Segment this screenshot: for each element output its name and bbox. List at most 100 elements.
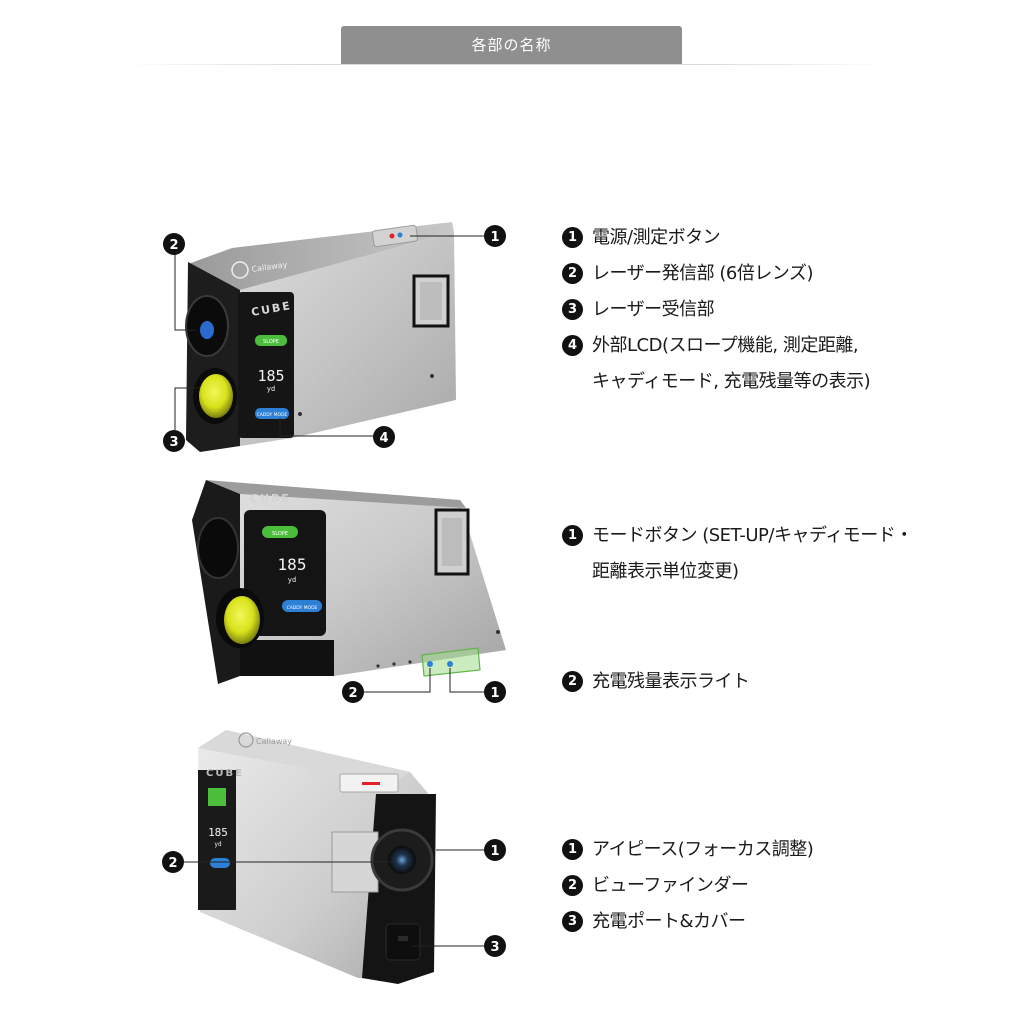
brand-logo-icon <box>238 732 254 748</box>
legend-item: 3 レーザー受信部 <box>562 292 870 328</box>
model-name: CUBE <box>206 768 244 779</box>
callout-line-1 <box>449 668 484 693</box>
callout-marker-1 <box>484 225 506 247</box>
laser-emitter-dot <box>200 321 214 339</box>
charging-port-cover[interactable] <box>385 923 421 961</box>
callout-line-3 <box>174 387 200 430</box>
caddy-mode-indicator <box>282 600 322 612</box>
legend-number: 1 <box>562 227 583 248</box>
callout-marker-4-label: 4 <box>379 431 388 446</box>
vent-hole <box>376 664 380 668</box>
device-rear-view: 185 yd Callaway CUBE 1 2 3 <box>162 730 506 984</box>
vent-hole <box>408 660 412 664</box>
legend-item: 1 電源/測定ボタン <box>562 220 870 256</box>
callout-line-4 <box>279 418 374 437</box>
device-bottom-view: SLOPE 185 yd CADDY MODE CUBE 2 1 <box>192 480 506 703</box>
legend-number: 2 <box>562 671 583 692</box>
screw-hole <box>430 374 434 378</box>
screw-hole <box>496 630 500 634</box>
callout-marker-1 <box>484 681 506 703</box>
legend-item: 2 ビューファインダー <box>562 868 813 904</box>
caddy-mode-label: CADDY MODE <box>257 412 288 418</box>
mode-button-dot <box>447 661 453 667</box>
callout-marker-1-label: 1 <box>490 686 499 701</box>
viewfinder-lens <box>388 846 416 874</box>
slope-indicator <box>262 526 298 538</box>
model-name: CUBE <box>250 492 291 505</box>
brand-logo-icon <box>231 261 249 279</box>
lcd-distance: 185 <box>208 826 228 839</box>
callout-marker-3-label: 3 <box>490 940 499 955</box>
lcd-unit: yd <box>267 385 275 393</box>
legend-item: 1 モードボタン (SET-UP/キャディモード・ 距離表示単位変更) <box>562 518 913 590</box>
section-title: 各部の名称 <box>341 26 682 65</box>
power-button-red-dot <box>389 233 395 239</box>
legend-text: アイピース(フォーカス調整) <box>592 839 814 860</box>
callout-marker-2-label: 2 <box>168 856 177 871</box>
device-top-face <box>198 730 410 784</box>
lcd-distance: 185 <box>257 367 284 385</box>
caddy-mode-label: CADDY MODE <box>287 605 318 611</box>
slope-label: SLOPE <box>272 531 288 537</box>
callout-marker-2 <box>163 233 185 255</box>
legend-number: 4 <box>562 335 583 356</box>
caddy-mode-indicator <box>210 858 230 868</box>
callout-marker-2-label: 2 <box>348 686 357 701</box>
legend-number: 1 <box>562 525 583 546</box>
legend-number: 1 <box>562 839 583 860</box>
laser-emitter-lens <box>197 517 239 579</box>
device-bottom-bezel <box>240 640 334 676</box>
callout-marker-2-label: 2 <box>169 238 178 253</box>
device-front-view: SLOPE 185 yd CADDY MODE Callaway CUBE 2 … <box>163 222 506 452</box>
legend-item: 4 外部LCD(スロープ機能, 測定距離, キャディモード, 充電残量等の表示) <box>562 328 871 400</box>
brand-name: Callaway <box>256 737 292 746</box>
callout-marker-3 <box>484 935 506 957</box>
legend-text: ビューファインダー <box>592 875 749 896</box>
legend-bottom-view: 1 モードボタン (SET-UP/キャディモード・ 距離表示単位変更) 2 充電残量… <box>562 518 913 700</box>
callout-marker-1-label: 1 <box>490 844 499 859</box>
legend-item: 3 充電ポート&カバー <box>562 904 813 940</box>
charging-port-slot <box>398 936 408 941</box>
legend-item: 2 充電残量表示ライト <box>562 664 913 700</box>
laser-receiver-lens <box>224 596 260 644</box>
lcd-distance: 185 <box>278 555 307 574</box>
device-top-edge <box>206 480 466 508</box>
callout-line-2 <box>364 668 431 693</box>
device-front-face <box>192 480 240 684</box>
legend-text: 電源/測定ボタン <box>592 227 721 248</box>
legend-text: 充電残量表示ライト <box>592 671 750 692</box>
power-button-blue-dot <box>397 232 403 238</box>
callout-marker-2 <box>162 851 184 873</box>
legend-text: モードボタン (SET-UP/キャディモード・ 距離表示単位変更) <box>592 525 913 582</box>
lcd-unit: yd <box>214 841 222 848</box>
slope-label: SLOPE <box>263 339 279 345</box>
legend-text: 外部LCD(スロープ機能, 測定距離, キャディモード, 充電残量等の表示) <box>592 335 871 392</box>
legend-item: 1 アイピース(フォーカス調整) <box>562 832 814 868</box>
callout-marker-1 <box>484 839 506 861</box>
focus-dial-grip <box>442 518 462 566</box>
power-button-red-bar <box>362 782 380 785</box>
legend-number: 3 <box>562 299 583 320</box>
slope-indicator <box>208 788 226 806</box>
lcd-unit: yd <box>288 576 296 584</box>
title-divider <box>120 64 890 65</box>
legend-text: レーザー受信部 <box>592 299 715 320</box>
vent-hole <box>392 662 396 666</box>
screw-hole <box>298 412 302 416</box>
focus-dial-grip <box>420 282 442 320</box>
power-measure-button[interactable] <box>371 224 419 248</box>
legend-text: 充電ポート&カバー <box>592 911 746 932</box>
legend-rear-view: 1 アイピース(フォーカス調整) 2 ビューファインダー 3 充電ポート&カバー <box>562 832 814 940</box>
callout-marker-2 <box>342 681 364 703</box>
callout-marker-4 <box>373 426 395 448</box>
legend-number: 3 <box>562 911 583 932</box>
legend-number: 2 <box>562 263 583 284</box>
caddy-mode-indicator <box>255 408 289 419</box>
callout-marker-3-label: 3 <box>169 435 178 450</box>
battery-indicator-light <box>427 661 433 667</box>
callout-marker-1-label: 1 <box>490 230 499 245</box>
laser-receiver-lens <box>199 374 233 418</box>
callout-marker-3 <box>163 430 185 452</box>
legend-number: 2 <box>562 875 583 896</box>
